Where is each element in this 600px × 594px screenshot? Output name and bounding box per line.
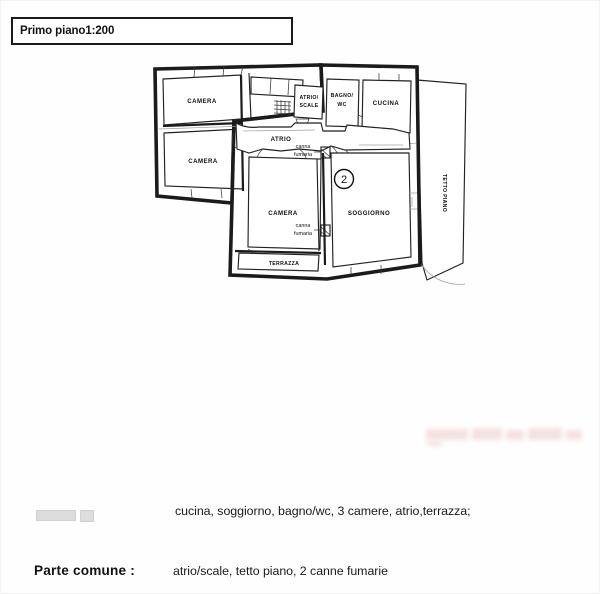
room-atrio-scale xyxy=(293,84,324,120)
room-label-bagno-wc-line2: WC xyxy=(337,102,346,108)
room-label-tetto-piano: TETTO PIANO xyxy=(441,174,447,212)
plan-title-text: Primo piano1:200 xyxy=(20,25,115,37)
room-label-bagno-wc-line1: BAGNO/ xyxy=(331,93,354,99)
footer-common-value: atrio/scale, tetto piano, 2 canne fumari… xyxy=(173,564,388,578)
legend-private-units-text: cucina, soggiorno, bagno/wc, 3 camere, a… xyxy=(175,504,471,518)
staircase-treads xyxy=(273,100,292,115)
room-label-camera-3: CAMERA xyxy=(268,210,298,217)
room-label-cucina: CUCINA xyxy=(373,100,400,107)
room-label-atrio: ATRIO xyxy=(271,136,292,143)
room-label-soggiorno: SOGGIORNO xyxy=(348,210,390,217)
canna-fumaria-2-line1: canna xyxy=(296,223,311,229)
unit-marker-2: 2 xyxy=(333,168,355,190)
plan-title-box: Primo piano1:200 xyxy=(11,17,293,45)
canna-fumaria-annotations: canna fumaria canna fumaria xyxy=(294,144,321,237)
room-terrazza xyxy=(237,252,320,272)
footer-common-label: Parte comune : xyxy=(34,563,136,578)
room-labels: CAMERA CAMERA ATRIO/ SCALE BAGNO/ WC CUC… xyxy=(187,93,399,267)
tetto-piano-region: TETTO PIANO xyxy=(416,79,467,285)
unit-marker-number: 2 xyxy=(341,174,347,186)
room-cucina xyxy=(361,79,412,134)
room-label-terrazza: TERRAZZA xyxy=(269,261,299,267)
room-camera-3 xyxy=(247,156,322,250)
room-label-atrio-scale-line2: SCALE xyxy=(299,103,318,109)
interior-partitions xyxy=(158,65,417,275)
floor-plan-drawing: TETTO PIANO xyxy=(131,53,491,313)
room-label-atrio-scale-line1: ATRIO/ xyxy=(300,95,319,101)
canna-fumaria-2-line2: fumaria xyxy=(294,231,312,237)
canna-fumaria-1-line1: canna xyxy=(296,144,311,150)
redacted-swatch-primary xyxy=(36,510,76,521)
redacted-watermark xyxy=(426,425,586,447)
room-label-camera-2: CAMERA xyxy=(188,158,218,165)
canna-fumaria-1-line2: fumaria xyxy=(294,152,312,158)
redacted-swatch-secondary xyxy=(80,510,94,522)
room-label-camera-1: CAMERA xyxy=(187,98,217,105)
footer-row: Parte comune : atrio/scale, tetto piano,… xyxy=(1,563,600,587)
legend-row: cucina, soggiorno, bagno/wc, 3 camere, a… xyxy=(1,504,600,528)
